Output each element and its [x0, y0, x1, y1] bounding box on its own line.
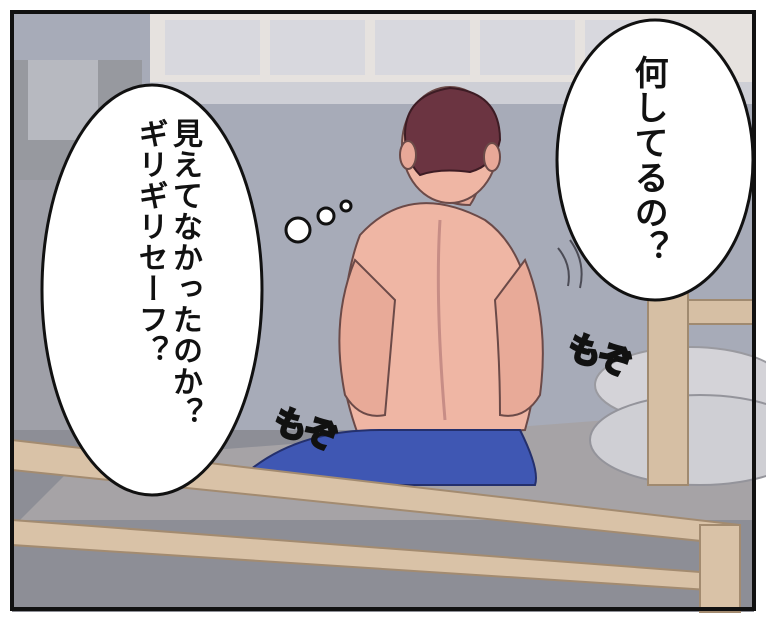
thought-bubble-left: [40, 83, 264, 497]
thought-bubble-line-2: ギリギリセーフ？: [132, 118, 168, 366]
bed-post-front: [699, 524, 741, 613]
man-ear-left: [399, 140, 417, 170]
thought-bubble-text: 見えてなかったのか？ ギリギリセーフ？: [132, 118, 203, 470]
window-pane: [165, 20, 260, 75]
thought-bubble-line-1: 見えてなかったのか？: [167, 118, 202, 428]
thought-bubble-dot-large: [284, 216, 312, 244]
window-pane: [270, 20, 365, 75]
motion-line: [569, 239, 583, 289]
speech-bubble-text: 何してるの？: [628, 55, 669, 265]
window-pane: [480, 20, 575, 75]
window-pane: [375, 20, 470, 75]
motion-line: [557, 247, 570, 287]
man-arm-right: [493, 257, 544, 417]
man-pants: [248, 429, 537, 486]
bed-rail-right: [687, 299, 755, 325]
thought-bubble-dot-small: [339, 199, 353, 213]
thought-bubble-dot-medium: [316, 206, 336, 226]
panel-border: [10, 10, 756, 611]
man-ear-right: [483, 142, 501, 172]
man-arm-left: [338, 258, 397, 417]
spine-shading: [436, 219, 447, 421]
